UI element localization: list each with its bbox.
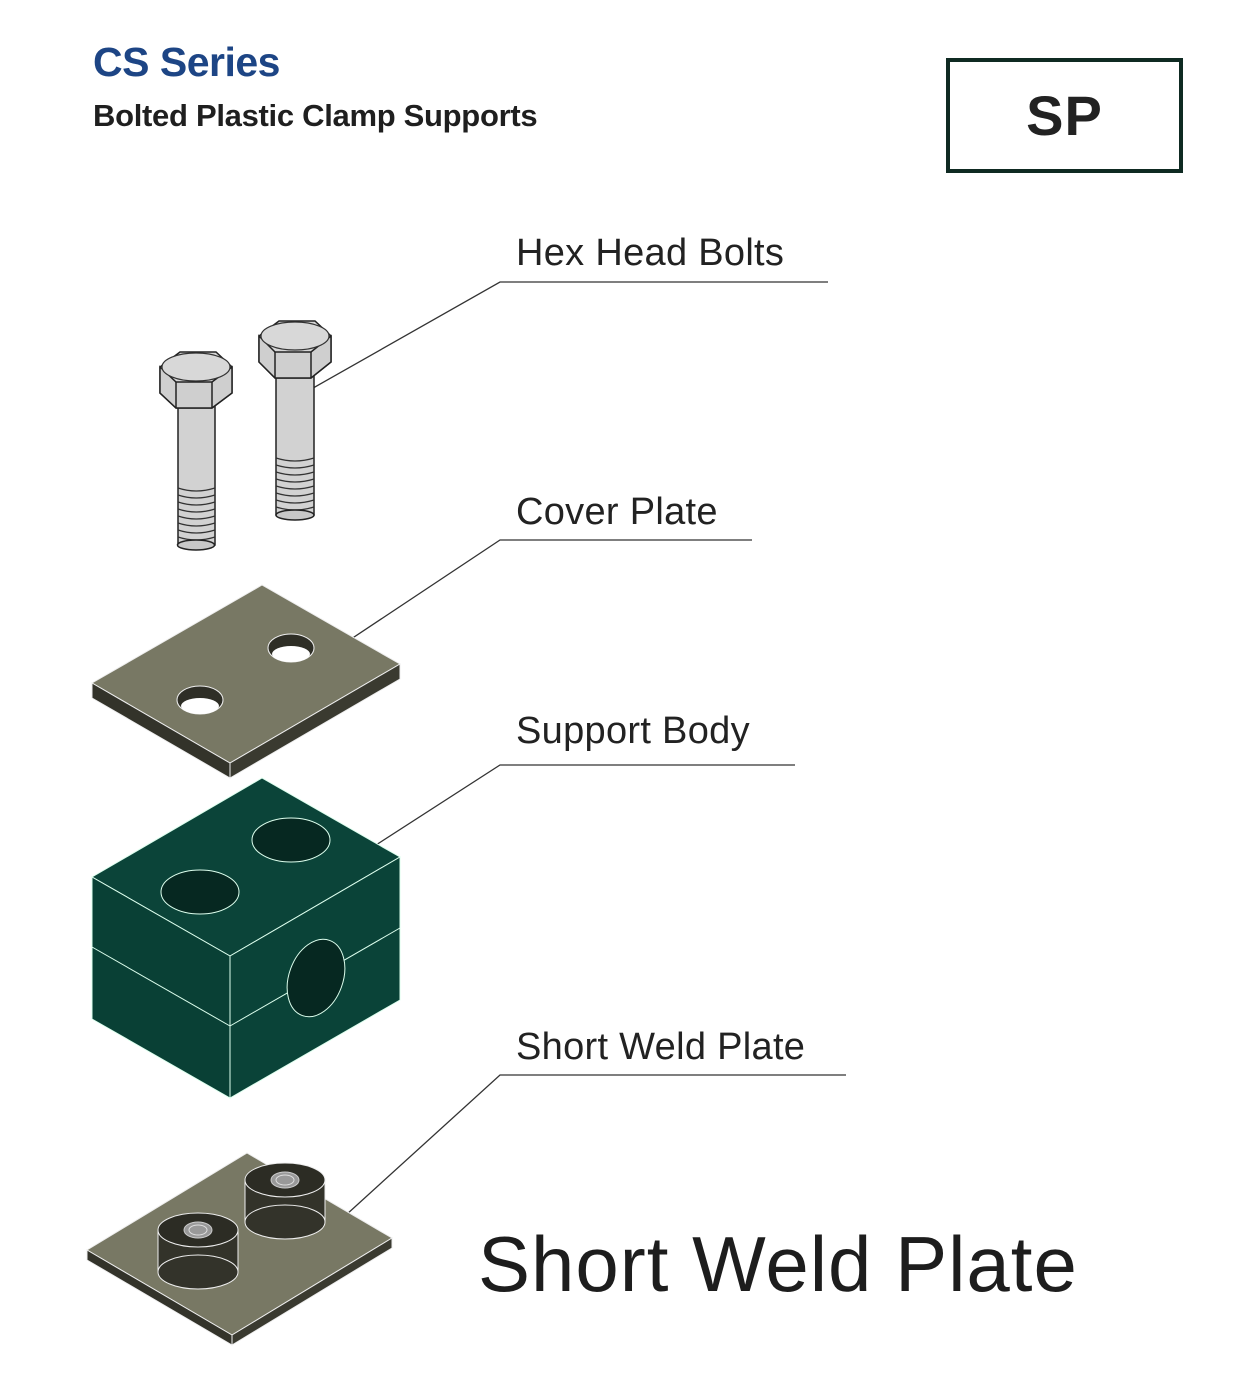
- series-code-text: SP: [1026, 84, 1103, 147]
- leader-line-bolts: [291, 281, 828, 401]
- variant-caption: Short Weld Plate: [478, 1220, 1078, 1308]
- hex-bolt-right: [258, 320, 332, 521]
- leader-line-support-body: [344, 764, 795, 866]
- label-short-weld-plate: Short Weld Plate: [516, 1026, 806, 1068]
- leader-line-cover-plate: [314, 539, 752, 664]
- label-cover-plate: Cover Plate: [516, 491, 718, 533]
- series-code-badge: SP: [946, 58, 1183, 173]
- hex-bolt-icon: [159, 320, 332, 551]
- leader-line-weld-plate: [334, 1074, 846, 1226]
- hex-bolt-left: [159, 351, 233, 551]
- label-hex-head-bolts: Hex Head Bolts: [516, 232, 785, 274]
- weld-plate-icon: [86, 1152, 393, 1346]
- label-support-body: Support Body: [516, 710, 750, 752]
- cover-plate-icon: [91, 584, 401, 779]
- support-body-icon: [91, 777, 401, 1099]
- series-title: CS Series: [93, 39, 280, 85]
- leader-lines: [291, 281, 846, 1226]
- series-subtitle: Bolted Plastic Clamp Supports: [93, 98, 538, 133]
